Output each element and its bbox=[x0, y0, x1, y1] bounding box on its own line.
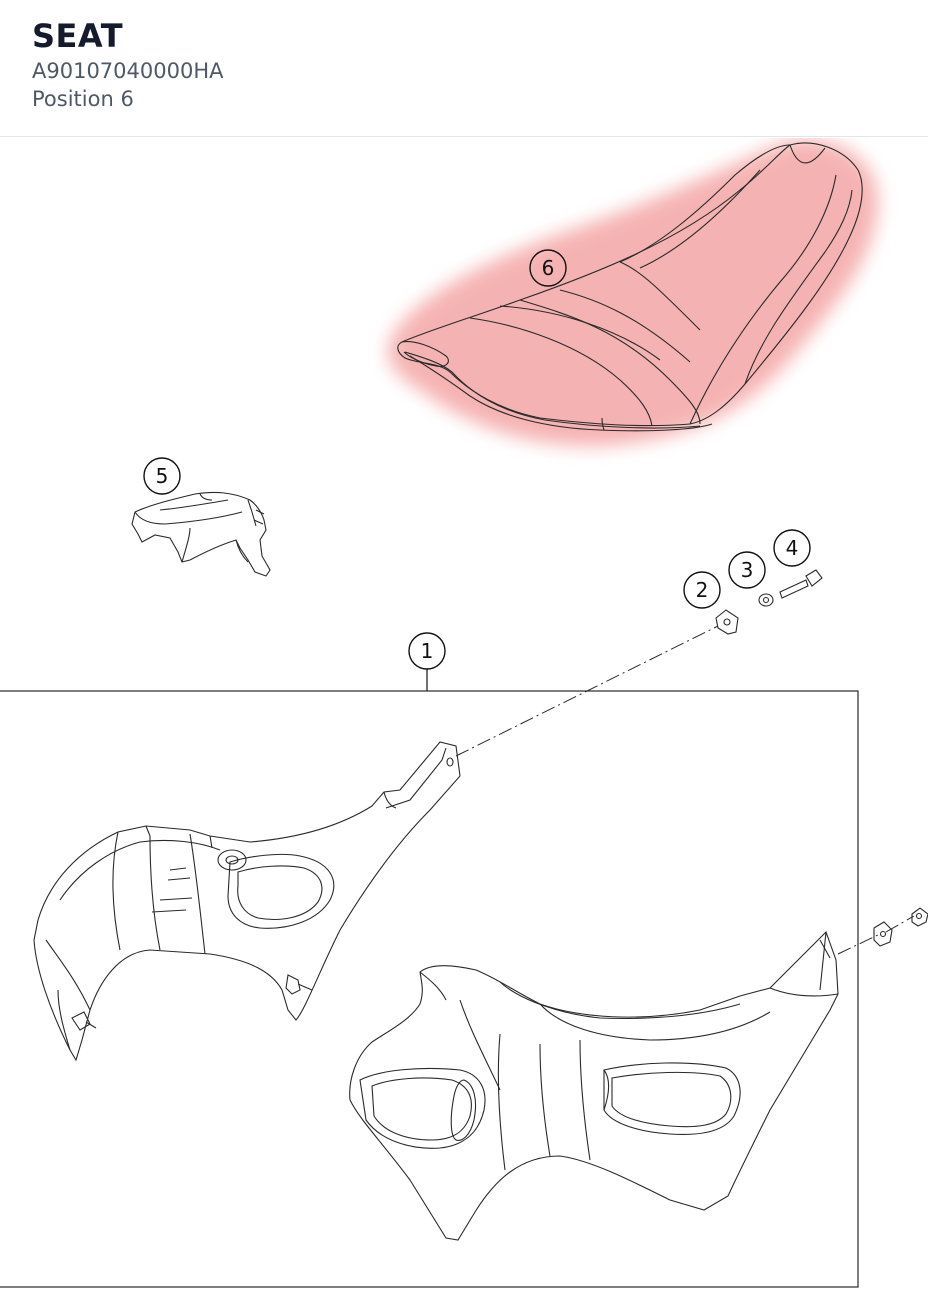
right-side-cover bbox=[349, 930, 839, 1241]
assembly-bracket-box bbox=[0, 690, 859, 1288]
position-label: Position 6 bbox=[32, 87, 134, 111]
callout-4-label: 4 bbox=[786, 536, 799, 560]
callout-5[interactable]: 5 bbox=[143, 457, 181, 495]
callout-5-label: 5 bbox=[156, 464, 169, 488]
callout-6[interactable]: 6 bbox=[529, 249, 567, 287]
bracket-drawing bbox=[131, 491, 271, 577]
part-number: A90107040000HA bbox=[32, 59, 224, 83]
page-title: SEAT bbox=[32, 17, 124, 55]
right-side-fasteners bbox=[873, 907, 928, 947]
seat-drawing bbox=[397, 142, 863, 432]
page-header: SEAT A90107040000HA Position 6 bbox=[0, 0, 928, 137]
assembly-lines bbox=[455, 625, 915, 955]
clip-nut-part-2[interactable] bbox=[715, 609, 739, 635]
seat-part-6[interactable]: 6 bbox=[387, 139, 879, 447]
fasteners: 2 3 4 bbox=[683, 529, 823, 635]
washer-part-3[interactable] bbox=[758, 593, 774, 607]
callout-6-label: 6 bbox=[542, 256, 555, 280]
bracket-part-5[interactable]: 5 bbox=[131, 457, 271, 577]
callout-2[interactable]: 2 bbox=[683, 571, 721, 609]
screw-part-4[interactable] bbox=[779, 569, 823, 599]
exploded-parts-diagram: 6 5 bbox=[0, 139, 928, 1288]
callout-3-label: 3 bbox=[741, 558, 754, 582]
callout-3[interactable]: 3 bbox=[728, 551, 766, 589]
callout-4[interactable]: 4 bbox=[773, 529, 811, 567]
callout-1-label: 1 bbox=[421, 639, 434, 663]
side-cover-set-part-1[interactable]: 1 bbox=[0, 632, 928, 1288]
callout-1[interactable]: 1 bbox=[408, 632, 446, 691]
left-side-cover bbox=[33, 741, 461, 1062]
callout-2-label: 2 bbox=[696, 578, 709, 602]
seat-highlight bbox=[387, 139, 879, 447]
